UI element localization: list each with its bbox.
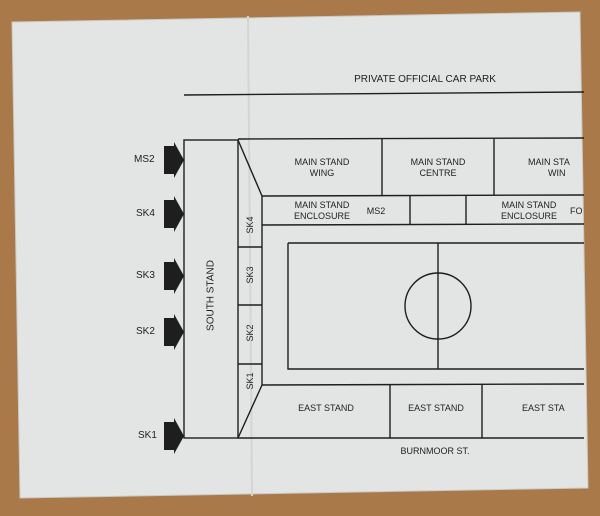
car-park-label: PRIVATE OFFICIAL CAR PARK xyxy=(354,74,496,85)
gate-sk1: SK1 xyxy=(138,430,157,441)
east-stand-1: EAST STAND xyxy=(298,403,354,413)
section-sk3: SK3 xyxy=(245,266,255,284)
car-park-line xyxy=(183,91,585,96)
south-stand xyxy=(183,139,239,439)
gate-ms2: MS2 xyxy=(134,154,155,165)
gate-sk4: SK4 xyxy=(136,208,155,219)
gate-sk3: SK3 xyxy=(136,270,155,281)
ticket-paper xyxy=(11,11,589,499)
enclosure-right-gate: FO xyxy=(570,206,583,216)
main-stand-wing-right: MAIN STA WIN xyxy=(528,157,570,178)
arrow-ms2-icon xyxy=(164,142,184,178)
arrow-sk1-icon xyxy=(164,418,184,454)
east-stand-3: EAST STA xyxy=(522,403,565,413)
centre-circle xyxy=(404,272,472,340)
fold-crease xyxy=(247,15,253,497)
arrow-sk4-icon xyxy=(164,196,184,232)
east-stand-2: EAST STAND xyxy=(408,403,464,413)
main-stand-wing-left: MAIN STAND WING xyxy=(294,157,350,178)
section-sk2: SK2 xyxy=(245,324,255,342)
arrow-sk2-icon xyxy=(164,314,184,350)
street-label: BURNMOOR ST. xyxy=(400,446,470,456)
enclosure-left-gate: MS2 xyxy=(366,206,386,216)
enclosure-left: MAIN STAND ENCLOSURE xyxy=(293,200,350,221)
south-stand-label: SOUTH STAND xyxy=(205,260,217,331)
main-stand-centre: MAIN STAND CENTRE xyxy=(410,157,466,178)
pitch xyxy=(287,242,584,370)
arrow-sk3-icon xyxy=(164,258,184,294)
enclosure-right: MAIN STAND ENCLOSURE xyxy=(500,200,557,221)
section-sk4: SK4 xyxy=(245,216,255,234)
section-sk1: SK1 xyxy=(245,372,255,390)
gate-sk2: SK2 xyxy=(136,326,155,337)
